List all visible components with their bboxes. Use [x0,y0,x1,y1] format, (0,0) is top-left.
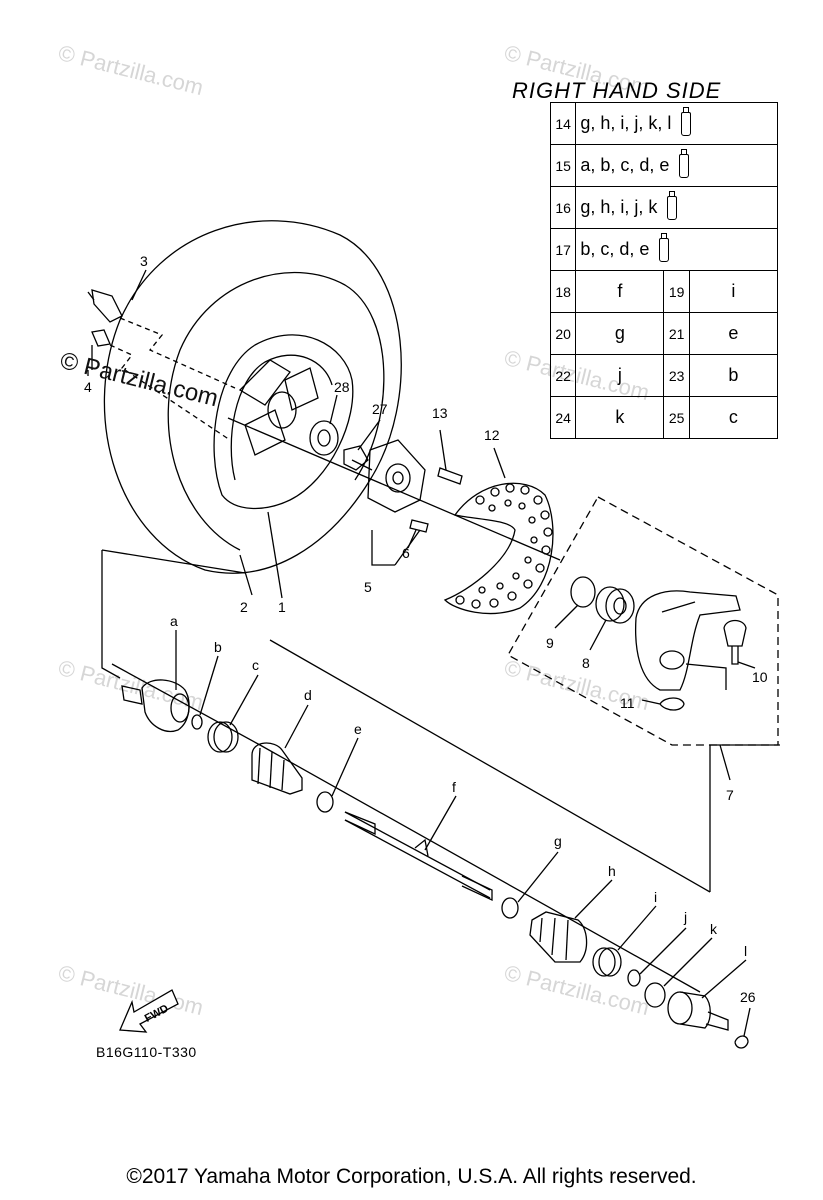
steering-knuckle [634,590,741,691]
part-number: 14 [549,102,577,145]
callout-3: 3 [140,253,148,269]
part-codes: b, c, d, e [575,228,778,271]
callout-1: 1 [278,599,286,615]
part-number: 24 [549,396,577,439]
callout-b: b [214,639,222,655]
callout-2: 2 [240,599,248,615]
part-code: g [575,312,665,355]
callout-h: h [608,863,616,879]
callout-4: 4 [84,379,92,395]
callout-e: e [354,721,362,737]
callout-j: j [683,909,687,925]
callout-g: g [554,833,562,849]
callout-f: f [452,779,456,795]
part-number: 17 [549,228,577,271]
inner-small-band [501,897,519,919]
inner-circlip [627,969,641,987]
cv-boot [251,742,303,795]
snap-ring [659,697,685,711]
end-clip [734,1035,749,1049]
part-number: 21 [663,312,690,355]
tire [103,220,402,574]
table-row: 22 j 23 b [549,354,779,397]
brake-disc [443,482,554,615]
cv-circlip [191,714,203,730]
ball-joint [723,619,747,665]
callout-8: 8 [582,655,590,671]
outer-cv-joint [121,679,190,732]
disc-bolt [437,467,463,485]
callout-26: 26 [740,989,756,1005]
part-number: 19 [663,270,690,313]
grease-tube-icon [681,106,692,136]
hub-bolt [409,519,429,533]
callout-c: c [252,657,259,673]
small-boot-band [316,791,334,813]
wheel-rim [213,334,354,510]
part-code: e [688,312,779,355]
part-code: f [575,270,665,313]
part-number: 23 [663,354,690,397]
stopper-ring [644,982,666,1008]
part-code: j [575,354,665,397]
callout-11: 11 [620,695,635,711]
inner-cv-boot [529,911,588,963]
part-code: b [688,354,779,397]
callout-28: 28 [334,379,350,395]
valve-stem [87,289,123,323]
part-number: 15 [549,144,577,187]
table-row: 20 g 21 e [549,312,779,355]
table-row: 18 f 19 i [549,270,779,313]
boot-band [207,721,239,753]
part-number: 20 [549,312,577,355]
part-number: 18 [549,270,577,313]
right-hand-side-table: 14 g, h, i, j, k, l 15 a, b, c, d, e 16 … [549,102,779,439]
table-row: 17 b, c, d, e [549,228,778,271]
spacer [309,420,339,456]
callout-l: l [744,943,747,959]
grease-tube-icon [679,148,690,178]
table-row: 15 a, b, c, d, e [549,144,778,187]
part-code: c [688,396,779,439]
shaft-assembly-outline-left [101,550,121,679]
callout-i: i [654,889,657,905]
part-codes: g, h, i, j, k [575,186,778,229]
valve-cap [91,329,111,347]
callout-27: 27 [372,401,388,417]
circlip [570,576,596,608]
callout-12: 12 [484,427,500,443]
inner-boot-band [592,947,622,977]
callout-k: k [710,921,718,937]
grease-tube-icon [667,190,678,220]
drive-shaft [344,811,493,902]
callout-d: d [304,687,312,703]
part-codes: g, h, i, j, k, l [575,102,778,145]
callout-6: 6 [402,545,410,561]
table-row: 14 g, h, i, j, k, l [549,102,778,145]
part-codes: a, b, c, d, e [575,144,778,187]
wheel-hub [367,439,426,513]
table-row: 16 g, h, i, j, k [549,186,778,229]
callout-9: 9 [546,635,554,651]
part-number: 16 [549,186,577,229]
grease-tube-icon [659,232,670,262]
part-number: 22 [549,354,577,397]
part-code: k [575,396,665,439]
table-row: 24 k 25 c [549,396,779,439]
forward-direction-arrow: FWD [119,989,179,1033]
callout-a: a [170,613,178,629]
callout-7: 7 [726,787,734,803]
bearing [595,586,635,624]
diagram-id: B16G110-T330 [96,1044,197,1060]
inner-cv-joint [667,991,729,1031]
part-number: 25 [663,396,690,439]
side-table-title: RIGHT HAND SIDE [512,78,722,103]
callout-13: 13 [432,405,448,421]
copyright-notice: ©2017 Yamaha Motor Corporation, U.S.A. A… [126,1165,697,1188]
callout-5: 5 [364,579,372,595]
part-code: i [688,270,779,313]
callout-10: 10 [752,669,768,685]
